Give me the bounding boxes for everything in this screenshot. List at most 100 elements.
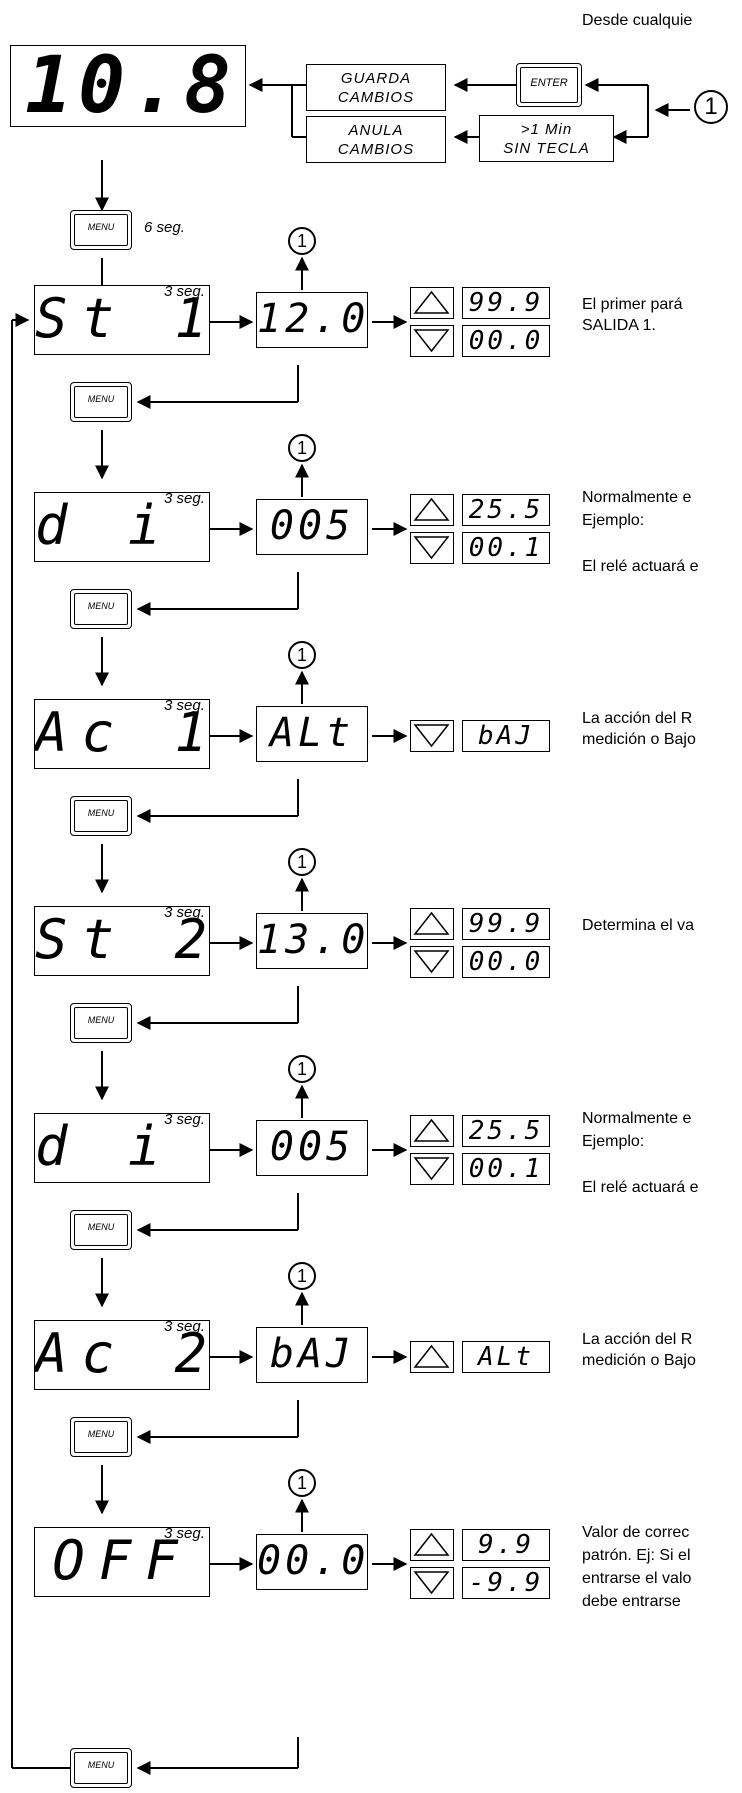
down-triangle-icon: [413, 1571, 450, 1595]
down-limit-display: 00.0: [462, 325, 550, 357]
param-code-display: St 1: [34, 285, 210, 355]
description-line: Ejemplo:: [582, 512, 645, 529]
enter-key-icon[interactable]: ENTER: [516, 63, 582, 107]
up-key-icon[interactable]: [410, 1341, 454, 1373]
up-triangle-icon: [413, 1344, 450, 1368]
up-limit-display: 99.9: [462, 287, 550, 319]
menu-hold-label: 6 seg.: [144, 219, 185, 236]
hold-time-label: 3 seg.: [164, 904, 205, 921]
description-line: medición o Bajo: [582, 1352, 696, 1369]
description-line: El relé actuará e: [582, 558, 699, 575]
up-limit-display: 9.9: [462, 1529, 550, 1561]
description-line: Ejemplo:: [582, 1133, 645, 1150]
ref-marker-circle: 1: [288, 641, 316, 669]
param-code-display: St 2: [34, 906, 210, 976]
param-value-display: 005: [256, 1120, 368, 1176]
param-value-display: ALt: [256, 706, 368, 762]
ref-marker-circle: 1: [288, 1055, 316, 1083]
menu-key-icon[interactable]: MENU: [70, 589, 132, 629]
up-key-icon[interactable]: [410, 287, 454, 319]
ref-marker-circle: 1: [288, 848, 316, 876]
down-key-icon[interactable]: [410, 946, 454, 978]
description-line: medición o Bajo: [582, 731, 696, 748]
timeout-box: >1 Min SIN TECLA: [479, 115, 614, 162]
param-code-display: d i 2: [34, 1113, 210, 1183]
menu-key-icon[interactable]: MENU: [70, 382, 132, 422]
param-value-display: 005: [256, 499, 368, 555]
cancel-label-line1: ANULA: [348, 122, 404, 139]
hold-time-label: 3 seg.: [164, 490, 205, 507]
down-triangle-icon: [413, 724, 450, 748]
down-triangle-icon: [413, 536, 450, 560]
down-option-display: bAJ: [462, 720, 550, 752]
save-label-line1: GUARDA: [340, 70, 412, 87]
menu-key-icon[interactable]: MENU: [70, 1210, 132, 1250]
down-key-icon[interactable]: [410, 720, 454, 752]
up-limit-display: 25.5: [462, 494, 550, 526]
menu-key-icon[interactable]: MENU: [70, 1748, 132, 1788]
down-triangle-icon: [413, 950, 450, 974]
up-key-icon[interactable]: [410, 494, 454, 526]
down-limit-display: 00.1: [462, 532, 550, 564]
menu-key-icon[interactable]: MENU: [70, 1417, 132, 1457]
description-line: [582, 534, 699, 553]
ref-marker-label: 1: [296, 1059, 307, 1079]
description-line: Determina el va: [582, 917, 695, 934]
ref-marker-label: 1: [296, 438, 307, 458]
menu-key-icon[interactable]: MENU: [70, 210, 132, 250]
down-key-icon[interactable]: [410, 532, 454, 564]
menu-key-label: MENU: [87, 1429, 115, 1439]
param-description: Normalmente e Ejemplo: El relé actuará e: [582, 488, 699, 580]
description-line: La acción del R: [582, 1331, 693, 1348]
up-limit-display: 25.5: [462, 1115, 550, 1147]
param-description: La acción del R medición o Bajo: [582, 1330, 696, 1372]
param-description: La acción del R medición o Bajo: [582, 709, 696, 751]
menu-key-label: MENU: [87, 808, 115, 818]
hold-time-label: 3 seg.: [164, 1318, 205, 1335]
up-triangle-icon: [413, 1118, 450, 1142]
up-key-icon[interactable]: [410, 908, 454, 940]
hold-time-label: 3 seg.: [164, 283, 205, 300]
up-key-icon[interactable]: [410, 1529, 454, 1561]
description-line: La acción del R: [582, 710, 693, 727]
down-limit-display: -9.9: [462, 1567, 550, 1599]
description-line: patrón. Ej: Si el: [582, 1547, 691, 1564]
ref-marker-label: 1: [296, 1473, 307, 1493]
ref-marker-circle: 1: [288, 227, 316, 255]
save-changes-box: GUARDA CAMBIOS: [306, 64, 446, 111]
up-limit-display: 99.9: [462, 908, 550, 940]
down-key-icon[interactable]: [410, 1567, 454, 1599]
param-code-display: Ac 2: [34, 1320, 210, 1390]
menu-key-label: MENU: [87, 1015, 115, 1025]
param-code-display: OFF: [34, 1527, 210, 1597]
hold-time-label: 3 seg.: [164, 697, 205, 714]
menu-key-label: MENU: [87, 394, 115, 404]
down-key-icon[interactable]: [410, 325, 454, 357]
description-line: El primer pará: [582, 296, 683, 313]
up-triangle-icon: [413, 290, 450, 314]
param-value-display: 12.0: [256, 292, 368, 348]
down-triangle-icon: [413, 1157, 450, 1181]
down-key-icon[interactable]: [410, 1153, 454, 1185]
description-line: entrarse el valo: [582, 1570, 692, 1587]
param-value-display: bAJ: [256, 1327, 368, 1383]
enter-key-label: ENTER: [530, 77, 568, 89]
up-option-display: ALt: [462, 1341, 550, 1373]
description-line: Valor de correc: [582, 1524, 690, 1541]
menu-key-icon[interactable]: MENU: [70, 796, 132, 836]
up-key-icon[interactable]: [410, 1115, 454, 1147]
description-line: SALIDA 1.: [582, 317, 656, 334]
menu-key-label: MENU: [87, 601, 115, 611]
menu-key-icon[interactable]: MENU: [70, 1003, 132, 1043]
description-line: Normalmente e: [582, 489, 692, 506]
up-triangle-icon: [413, 1532, 450, 1556]
menu-key-label: MENU: [87, 1222, 115, 1232]
ref-marker-label: 1: [296, 645, 307, 665]
param-value-display: 13.0: [256, 913, 368, 969]
up-triangle-icon: [413, 497, 450, 521]
ref-marker-circle: 1: [694, 90, 728, 124]
menu-key-label: MENU: [87, 1760, 115, 1770]
